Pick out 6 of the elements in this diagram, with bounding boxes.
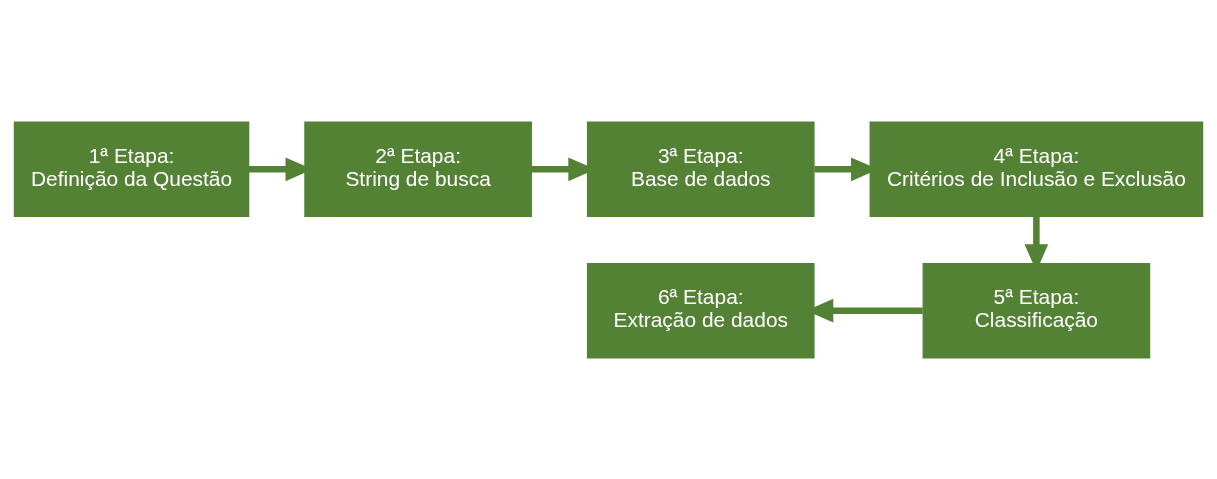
node-box: 4ª Etapa: Critérios de Inclusão e Exclusão: [869, 121, 1204, 217]
node-box: 6ª Etapa: Extração de dados: [586, 262, 815, 358]
node-box: 3ª Etapa: Base de dados: [586, 121, 815, 217]
node-box: 5ª Etapa: Classificação: [922, 262, 1151, 358]
node-box: 1ª Etapa: Definição da Questão: [13, 121, 250, 217]
node-box: 2ª Etapa: String de busca: [304, 121, 532, 217]
